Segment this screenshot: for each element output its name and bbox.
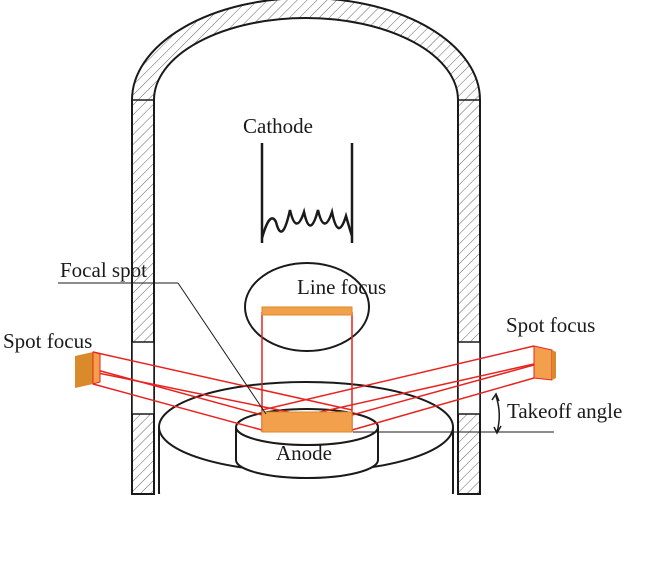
left-spot-focus-shape	[75, 351, 101, 388]
tube-wall	[131, 0, 481, 495]
cathode-filament	[260, 143, 354, 243]
focal-spot-rect	[261, 411, 353, 433]
line-focus-ellipse	[244, 262, 370, 352]
spot-focus-left-label: Spot focus	[3, 329, 92, 353]
tube-housing	[131, 0, 481, 495]
anode-label: Anode	[276, 441, 332, 465]
spot-focus-right-label: Spot focus	[506, 313, 595, 337]
focal-spot-leader	[58, 282, 267, 415]
line-focus-label: Line focus	[297, 275, 386, 299]
right-spot-focus-shape	[533, 345, 556, 381]
cathode-label: Cathode	[243, 114, 313, 138]
takeoff-angle-label: Takeoff angle	[507, 399, 622, 423]
left-window	[131, 341, 155, 415]
focal-spot-label: Focal spot	[60, 258, 147, 282]
line-focus-bar	[261, 306, 353, 316]
takeoff-angle-marker	[491, 392, 502, 435]
